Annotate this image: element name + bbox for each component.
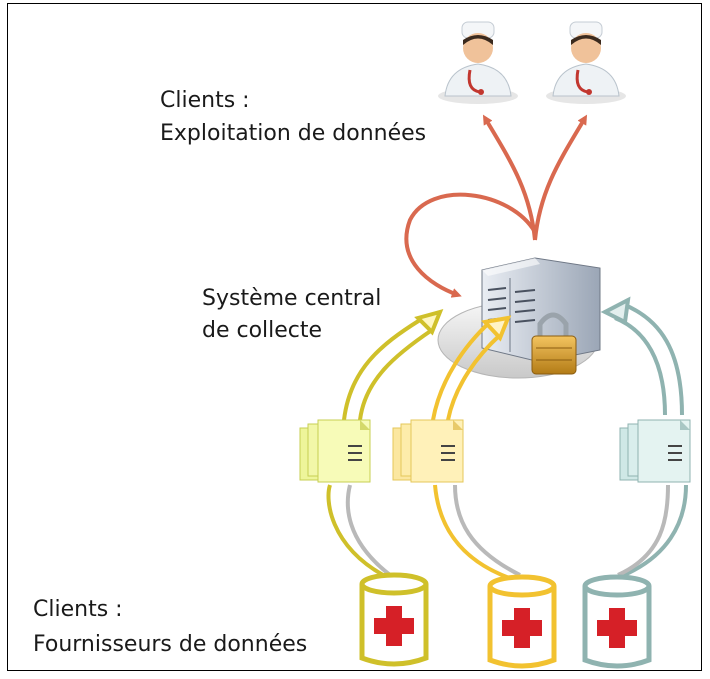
provider-arrows	[326, 296, 688, 582]
doctor-icon	[438, 21, 518, 104]
providers-label-line2: Fournisseurs de données	[33, 632, 308, 657]
document-stack-icon	[619, 419, 691, 483]
central-label-line1: Système central	[202, 286, 382, 311]
consumers-label-line2: Exploitation de données	[160, 121, 427, 146]
document-stack-icon	[299, 419, 371, 483]
document-stack-icon	[392, 419, 464, 483]
central-label-line2: de collecte	[202, 318, 323, 343]
database-cylinder-icon	[582, 574, 652, 669]
consumer-arrows	[404, 114, 588, 298]
providers-label-line1: Clients :	[33, 597, 123, 622]
doctor-icon	[546, 21, 626, 104]
database-cylinder-icon	[359, 572, 429, 667]
consumers-label-line1: Clients :	[160, 88, 250, 113]
padlock-icon	[531, 312, 577, 375]
database-cylinder-icon	[487, 574, 557, 669]
